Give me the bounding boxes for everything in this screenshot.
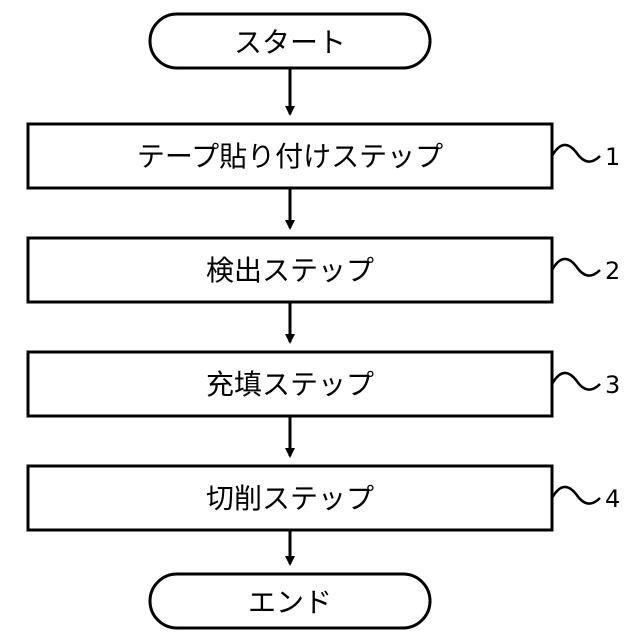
end-label: エンド [248, 586, 332, 619]
step-1-ref-number: 1 [605, 143, 620, 171]
leader-line-3 [552, 373, 600, 390]
step-4-label: 切削ステップ [206, 482, 374, 515]
process-step-1: テープ貼り付けステップ 1 [28, 124, 620, 188]
process-step-3: 充填ステップ 3 [28, 352, 620, 416]
process-step-4: 切削ステップ 4 [28, 466, 620, 530]
leader-line-2 [552, 259, 600, 276]
step-3-label: 充填ステップ [206, 368, 374, 401]
start-label: スタート [234, 26, 346, 59]
leader-line-1 [552, 145, 600, 162]
start-terminator: スタート [150, 14, 430, 68]
step-2-ref-number: 2 [605, 257, 620, 285]
end-terminator: エンド [150, 574, 430, 628]
step-4-ref-number: 4 [605, 485, 620, 513]
step-3-ref-number: 3 [605, 371, 620, 399]
leader-line-4 [552, 487, 600, 504]
process-step-2: 検出ステップ 2 [28, 238, 620, 302]
step-1-label: テープ貼り付けステップ [137, 140, 443, 173]
step-2-label: 検出ステップ [206, 254, 374, 287]
